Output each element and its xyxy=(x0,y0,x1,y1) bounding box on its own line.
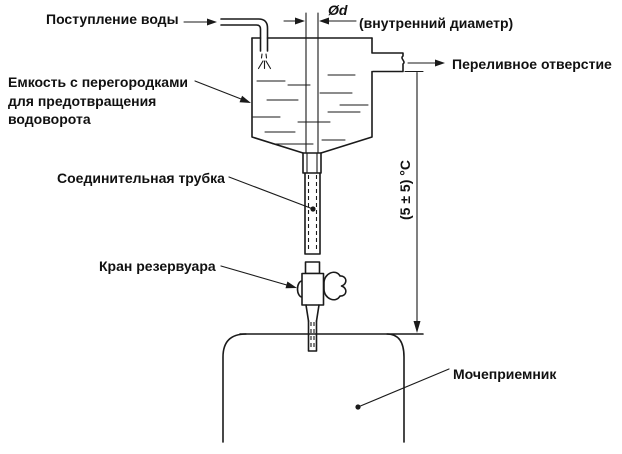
label-height-dimension: (5 ± 5) °С xyxy=(397,160,413,220)
neck-collar xyxy=(302,152,322,174)
diameter-dimension xyxy=(283,17,357,25)
inlet-pipe xyxy=(220,18,269,52)
connecting-tube xyxy=(304,172,321,255)
overflow-arrow xyxy=(407,59,445,67)
receiver-right-side xyxy=(386,333,405,443)
label-urinal-receiver: Мочеприемник xyxy=(453,366,557,382)
water-tank xyxy=(251,37,405,154)
standpipe-bore xyxy=(305,12,319,154)
stopcock-valve xyxy=(296,261,347,352)
leader-connecting-tube xyxy=(228,176,316,212)
tap-handle xyxy=(323,271,347,301)
receiver-left-side xyxy=(222,333,247,443)
label-tank-line1: Емкость с перегородками xyxy=(8,74,188,90)
label-diameter-symbol: Ød xyxy=(328,2,348,18)
label-diameter-note: (внутренний диаметр) xyxy=(359,15,513,31)
leader-urinal-label xyxy=(355,368,450,410)
height-dimension-line xyxy=(404,70,424,333)
inlet-arrow xyxy=(183,18,217,26)
tap-body xyxy=(301,272,325,306)
label-water-inlet: Поступление воды xyxy=(46,11,179,27)
label-overflow: Переливное отверстие xyxy=(452,56,612,72)
tap-outlet-tube xyxy=(307,320,318,352)
tank-left-wall xyxy=(251,37,304,154)
spray-lines xyxy=(257,53,272,70)
tap-outlet-bore xyxy=(310,322,315,349)
inlet-pipe-inner xyxy=(220,24,262,52)
tap-taper xyxy=(305,304,320,322)
tap-top-flange xyxy=(304,261,321,275)
leader-tap-label xyxy=(220,265,297,289)
label-connecting-tube: Соединительная трубка xyxy=(57,170,225,186)
leader-tank-label xyxy=(194,80,251,103)
label-tank-line2: для предотвращения xyxy=(8,93,156,109)
tank-right-wall-overflow-spout xyxy=(320,37,405,154)
label-tank-line3: водоворота xyxy=(8,111,91,127)
urinal-receiver xyxy=(222,333,424,443)
water-level-dashes xyxy=(252,74,369,145)
label-reservoir-tap: Кран резервуара xyxy=(99,258,216,274)
inlet-pipe-outer xyxy=(220,18,269,52)
